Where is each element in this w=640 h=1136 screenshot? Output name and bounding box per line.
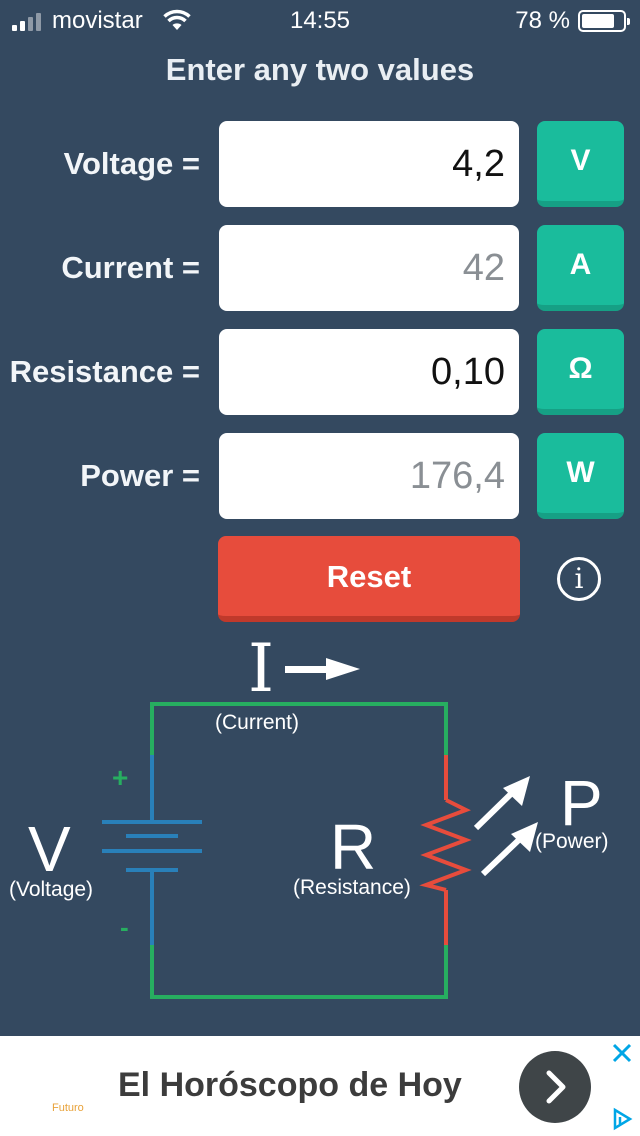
resistor-symbol	[419, 798, 472, 892]
battery-icon	[578, 10, 630, 32]
carrier-name: movistar	[52, 7, 143, 34]
ad-open-button[interactable]	[519, 1051, 591, 1123]
ad-headline[interactable]: El Horóscopo de Hoy	[118, 1066, 462, 1104]
plus-sign: +	[112, 762, 129, 793]
battery-symbol	[102, 820, 202, 872]
current-label: Current =	[61, 250, 200, 285]
current-symbol: I	[248, 630, 275, 707]
circuit-wires	[150, 702, 448, 999]
power-input[interactable]: 176,4	[219, 433, 519, 519]
power-unit-button[interactable]: W	[537, 433, 624, 519]
current-arrow-icon	[285, 658, 360, 680]
wifi-icon	[163, 9, 191, 30]
status-time: 14:55	[289, 7, 351, 34]
voltage-unit-button[interactable]: V	[537, 121, 624, 207]
chevron-right-icon	[546, 1070, 566, 1104]
resistance-symbol: R	[330, 811, 377, 883]
ad-banner[interactable]: Futuro El Horóscopo de Hoy	[0, 1036, 640, 1136]
voltage-label: Voltage =	[63, 146, 200, 181]
current-input[interactable]: 42	[219, 225, 519, 311]
resistance-caption: (Resistance)	[293, 876, 411, 899]
reset-button[interactable]: Reset	[218, 536, 520, 622]
current-unit-button[interactable]: A	[537, 225, 624, 311]
voltage-caption: (Voltage)	[9, 878, 94, 901]
voltage-input[interactable]: 4,2	[219, 121, 519, 207]
current-caption: (Current)	[215, 711, 300, 734]
minus-sign: -	[120, 912, 129, 942]
resistance-input[interactable]: 0,10	[219, 329, 519, 415]
voltage-symbol: V	[28, 813, 71, 885]
power-label: Power =	[80, 458, 200, 493]
page-title: Enter any two values	[165, 52, 475, 87]
ad-choices-icon[interactable]	[610, 1107, 634, 1131]
status-bar: movistar 14:55 78 %	[0, 0, 640, 40]
power-symbol: P	[560, 767, 603, 839]
resistance-unit-button[interactable]: Ω	[537, 329, 624, 415]
info-icon[interactable]: i	[557, 557, 601, 601]
resistance-label: Resistance =	[9, 354, 200, 389]
circuit-diagram	[102, 658, 538, 999]
ad-brand-logo: Futuro	[52, 1102, 84, 1114]
battery-percentage: 78 %	[515, 7, 570, 34]
power-caption: (Power)	[535, 830, 609, 853]
close-icon[interactable]	[610, 1041, 634, 1065]
power-arrows-icon	[473, 776, 538, 877]
signal-strength-icon	[12, 13, 44, 31]
